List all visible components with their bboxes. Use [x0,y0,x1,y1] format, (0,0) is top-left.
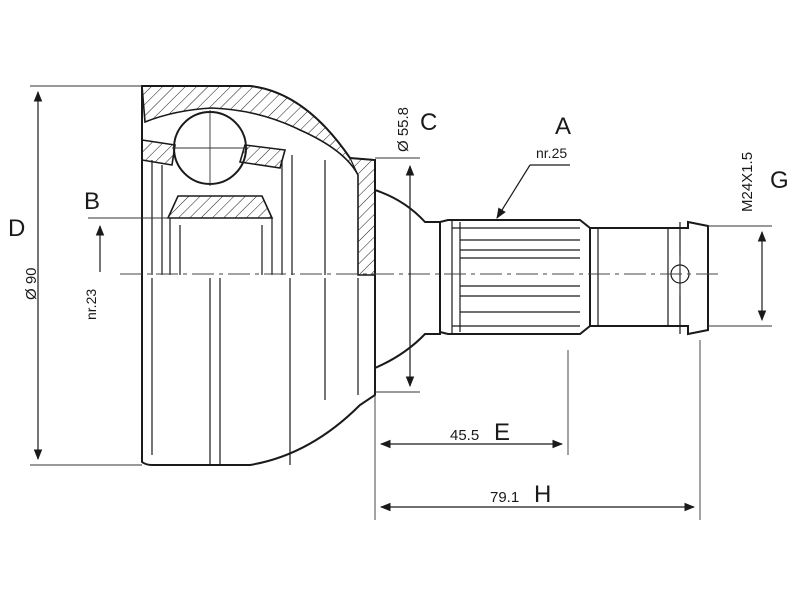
threaded-end [590,220,709,336]
bell-outline [141,85,376,466]
label-c: C [420,109,437,136]
label-a: A [555,113,571,140]
label-h: H [534,481,551,508]
dim-total-length: 79.1 [490,489,519,506]
splined-shaft [439,219,591,335]
dim-outer-teeth: nr.25 [536,145,567,161]
label-e: E [494,419,510,446]
thread-detail [597,222,681,334]
dim-bell-diameter: Ø 55.8 [395,107,412,152]
labels: D Ø 90 B nr.23 Ø 55.8 C A nr.25 M24X1.5 … [8,107,789,508]
label-d: D [8,215,25,242]
spline-teeth [451,220,580,334]
thread-outline [590,220,709,336]
neck [374,189,441,369]
inner-ring-hatch-right [238,144,287,169]
bell-section-hatch [141,85,376,276]
joint-body [141,85,441,466]
label-g: G [770,167,789,194]
dim-shaft-length: 45.5 [450,427,479,444]
inner-ring-hatch [141,139,176,166]
dim-a-arrow [496,164,531,219]
dimensions [30,85,772,520]
inner-bore [151,155,293,275]
ball-cross [172,110,248,186]
dim-outer-diameter: Ø 90 [23,267,40,300]
race-section-hatch [166,195,274,219]
bell-lower-face [151,278,221,465]
dim-inner-teeth: nr.23 [83,289,99,320]
body-profile [289,157,359,465]
spline-outline [439,219,591,335]
dim-thread: M24X1.5 [739,152,756,212]
label-b: B [84,188,100,215]
